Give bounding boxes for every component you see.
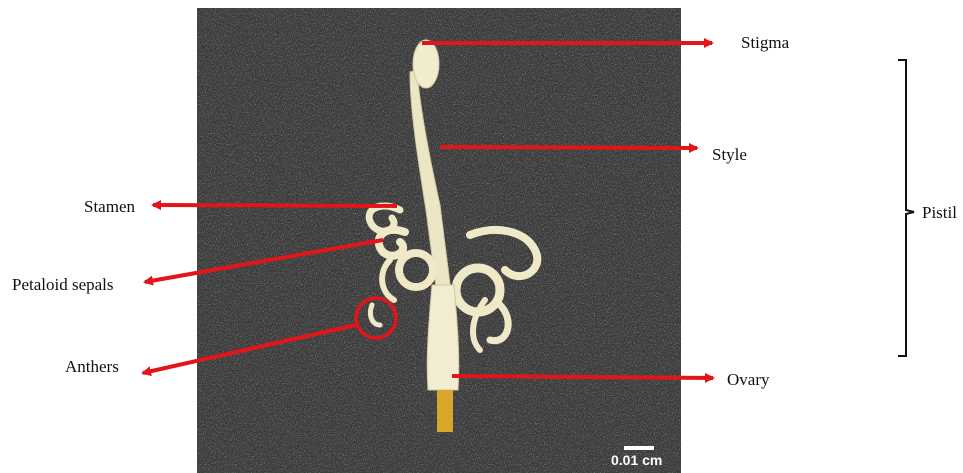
label-pistil: Pistil	[922, 203, 957, 223]
pistil-bracket	[898, 60, 914, 356]
label-ovary: Ovary	[727, 370, 769, 390]
label-anthers: Anthers	[65, 357, 119, 377]
arrow-stamen	[153, 205, 397, 206]
scale-bar-line	[624, 446, 654, 450]
pedicel	[437, 390, 453, 432]
scale-bar-label: 0.01 cm	[611, 452, 662, 468]
arrow-style	[440, 147, 697, 148]
label-petaloid-sepals: Petaloid sepals	[12, 275, 114, 295]
label-style: Style	[712, 145, 747, 165]
stigma-tip	[413, 40, 439, 88]
arrow-ovary	[452, 376, 713, 378]
label-stamen: Stamen	[84, 197, 135, 217]
label-stigma: Stigma	[741, 33, 789, 53]
flower-photo	[197, 8, 681, 473]
